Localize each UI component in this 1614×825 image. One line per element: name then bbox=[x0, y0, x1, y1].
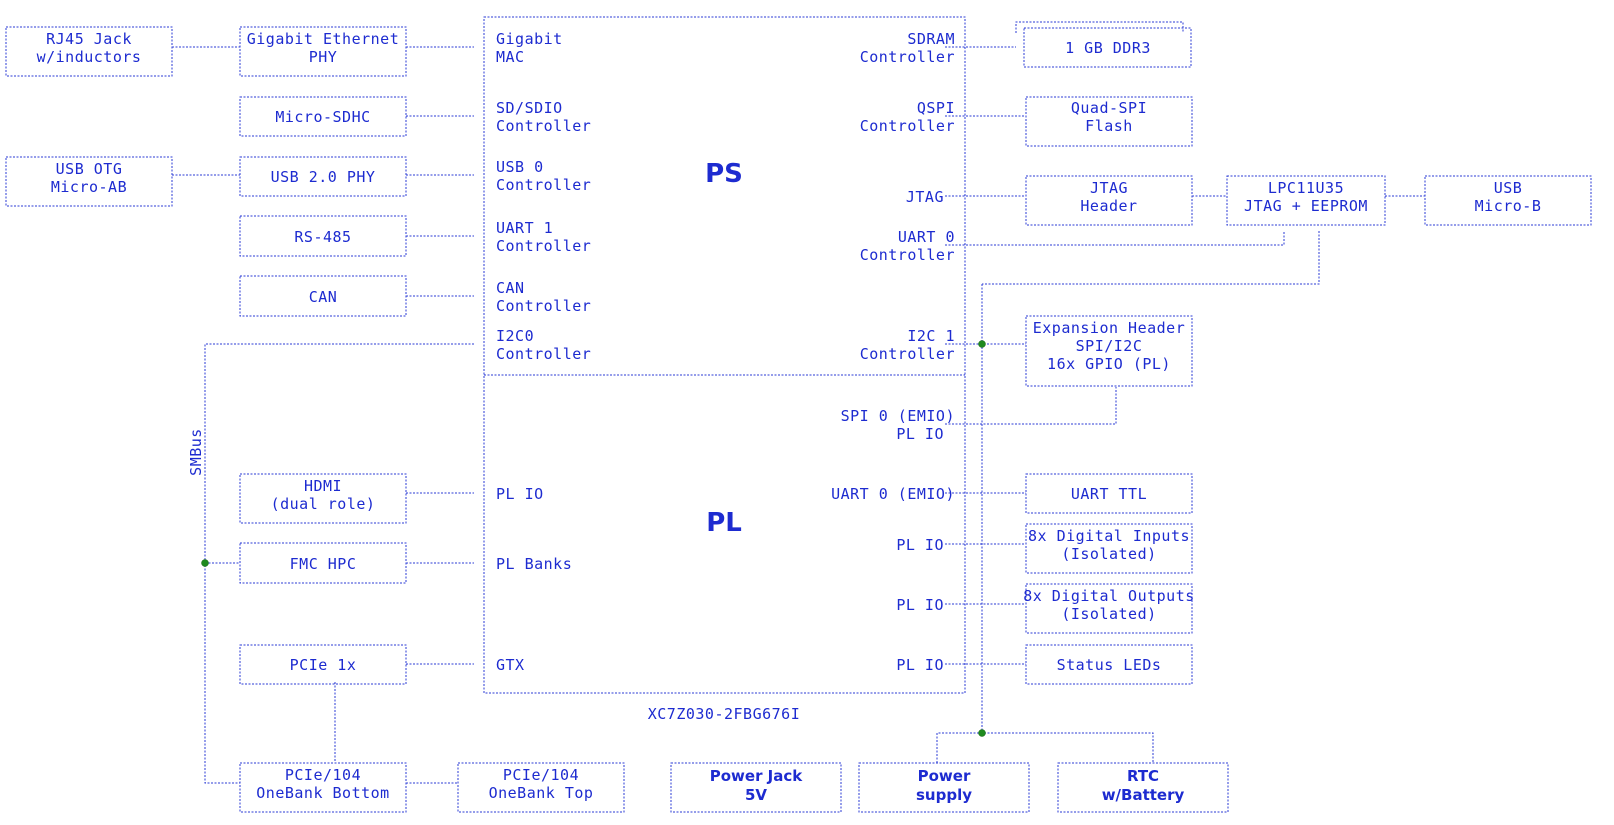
pl-left-ports: PL IO PL Banks GTX bbox=[496, 485, 572, 674]
digital-inputs-label: 8x Digital Inputs(Isolated) bbox=[1028, 527, 1190, 563]
power-blocks bbox=[670, 762, 1229, 813]
smbus-label: SMBus bbox=[187, 428, 205, 476]
port-jtag: JTAG bbox=[906, 188, 944, 206]
can-label: CAN bbox=[309, 288, 338, 306]
connection-wires bbox=[172, 21, 1425, 784]
ddr3-label: 1 GB DDR3 bbox=[1065, 39, 1151, 57]
rs485-label: RS-485 bbox=[294, 228, 351, 246]
port-pl-io-inputs: PL IO bbox=[896, 536, 944, 554]
ps-title: PS bbox=[705, 159, 743, 189]
uart-ttl-label: UART TTL bbox=[1071, 485, 1147, 503]
pl-right-ports: SPI 0 (EMIO)PL IO UART 0 (EMIO) PL IO PL… bbox=[831, 407, 955, 674]
hdmi-label: HDMI(dual role) bbox=[271, 477, 376, 513]
port-gtx: GTX bbox=[496, 656, 525, 674]
pcie-1x-label: PCIe 1x bbox=[290, 656, 357, 674]
port-pl-io-leds: PL IO bbox=[896, 656, 944, 674]
port-pl-banks: PL Banks bbox=[496, 555, 572, 573]
zynq-soc bbox=[483, 16, 966, 694]
pl-title: PL bbox=[706, 508, 742, 538]
port-pl-io-outputs: PL IO bbox=[896, 596, 944, 614]
micro-sdhc-label: Micro-SDHC bbox=[275, 108, 370, 126]
part-number: XC7Z030-2FBG676I bbox=[648, 705, 801, 723]
right-blocks bbox=[1023, 27, 1592, 685]
digital-outputs-label: 8x Digital Outputs(Isolated) bbox=[1023, 587, 1195, 623]
left-blocks bbox=[5, 26, 625, 813]
junctions bbox=[201, 340, 986, 737]
fmc-hpc-label: FMC HPC bbox=[290, 555, 357, 573]
port-spi0-emio: SPI 0 (EMIO)PL IO bbox=[841, 407, 955, 443]
status-leds-label: Status LEDs bbox=[1057, 656, 1162, 674]
port-pl-io-hdmi: PL IO bbox=[496, 485, 544, 503]
usb-phy-label: USB 2.0 PHY bbox=[271, 168, 376, 186]
port-uart0-emio: UART 0 (EMIO) bbox=[831, 485, 955, 503]
